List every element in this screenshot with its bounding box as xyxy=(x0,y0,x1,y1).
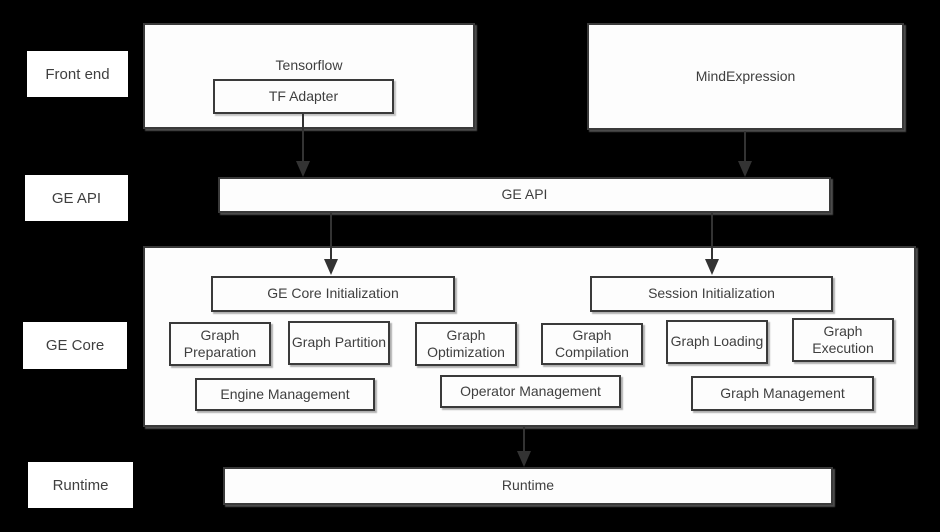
box-label: Graph Preparation xyxy=(183,326,257,361)
arrow-stem xyxy=(744,131,746,162)
arrow-head-icon xyxy=(705,259,719,275)
box-label: MindExpression xyxy=(695,67,796,84)
graph-management-box: Graph Management xyxy=(691,376,874,411)
box-label: Graph Partition xyxy=(291,334,387,351)
ge-core-box: GE Core Initialization Session Initializ… xyxy=(143,246,916,427)
operator-management-box: Operator Management xyxy=(440,375,621,408)
box-label: Graph Compilation xyxy=(555,326,629,361)
arrow-tf-adapter-to-ge-api xyxy=(296,114,310,177)
side-label-ge-core: GE Core xyxy=(23,322,127,369)
arrow-head-icon xyxy=(324,259,338,275)
box-label: GE API xyxy=(501,186,548,203)
graph-execution-box: Graph Execution xyxy=(792,318,894,362)
box-label: Engine Management xyxy=(220,385,350,402)
graph-optimization-box: Graph Optimization xyxy=(415,322,517,366)
ge-core-initialization-box: GE Core Initialization xyxy=(211,276,455,312)
arrow-head-icon xyxy=(738,161,752,177)
arrow-ge-api-to-session-init xyxy=(705,213,719,275)
box-label: Graph Management xyxy=(720,384,845,401)
graph-loading-box: Graph Loading xyxy=(666,320,768,364)
ge-api-bar: GE API xyxy=(218,177,831,213)
arrow-stem xyxy=(523,427,525,452)
side-label-front-end: Front end xyxy=(27,51,128,97)
tensorflow-title: Tensorflow xyxy=(275,57,343,73)
engine-management-box: Engine Management xyxy=(195,378,375,411)
arrow-stem xyxy=(711,213,713,260)
arrow-stem xyxy=(302,114,304,162)
box-label: TF Adapter xyxy=(268,87,339,104)
box-label: Session Initialization xyxy=(648,285,775,302)
arrow-stem xyxy=(330,213,332,260)
tensorflow-box: Tensorflow TF Adapter xyxy=(143,23,475,129)
arrow-head-icon xyxy=(296,161,310,177)
graph-partition-box: Graph Partition xyxy=(288,321,390,365)
tf-adapter-box: TF Adapter xyxy=(213,79,394,114)
box-label: Graph Optimization xyxy=(427,326,505,361)
box-label: Graph Execution xyxy=(812,322,874,357)
box-label: GE Core Initialization xyxy=(267,285,399,302)
box-label: Graph Loading xyxy=(670,333,764,350)
mindexpression-box: MindExpression xyxy=(587,23,904,130)
arrow-mindexpression-to-ge-api xyxy=(738,131,752,177)
arrow-ge-core-to-runtime xyxy=(517,427,531,467)
box-label: Runtime xyxy=(501,477,555,494)
box-label: Operator Management xyxy=(460,382,601,399)
graph-preparation-box: Graph Preparation xyxy=(169,322,271,366)
side-label-runtime: Runtime xyxy=(28,462,133,508)
runtime-bar: Runtime xyxy=(223,467,833,505)
arrow-head-icon xyxy=(517,451,531,467)
arrow-ge-api-to-ge-core-init xyxy=(324,213,338,275)
graph-compilation-box: Graph Compilation xyxy=(541,323,643,365)
session-initialization-box: Session Initialization xyxy=(590,276,833,312)
side-label-ge-api: GE API xyxy=(25,175,128,221)
